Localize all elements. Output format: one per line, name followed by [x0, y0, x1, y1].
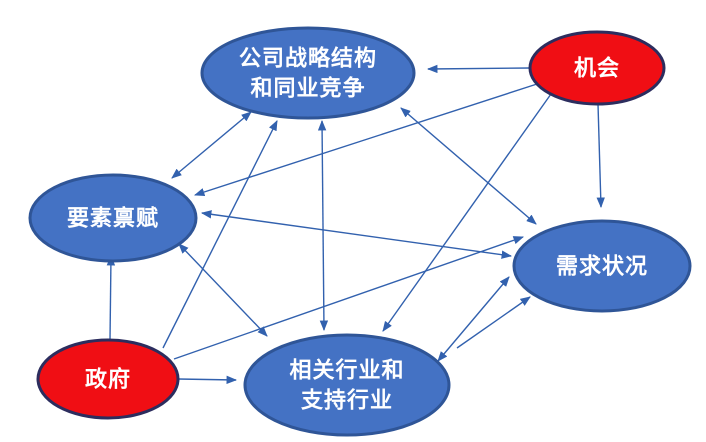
node-chance-ellipse — [528, 30, 666, 106]
node-factors-ellipse — [28, 173, 198, 263]
node-chance-label: 机会 — [574, 56, 620, 81]
arrow-related-demand — [437, 276, 510, 362]
arrow-related-demand-2 — [456, 296, 531, 349]
arrow-government-demand — [173, 236, 524, 360]
node-factors: 要素禀赋 — [28, 173, 198, 263]
arrow-government-strategy — [162, 120, 278, 349]
arrow-strategy-related — [317, 119, 329, 332]
node-government-label: 政府 — [85, 367, 131, 392]
node-government-ellipse — [36, 338, 180, 420]
node-factors-label: 要素禀赋 — [67, 206, 159, 231]
node-government-label-line: 政府 — [85, 367, 131, 392]
node-strategy-label-line: 公司战略结构 — [239, 46, 377, 71]
arrow-government-factors — [106, 254, 116, 341]
arrow-factors-demand — [200, 210, 513, 259]
arrow-chance-related — [382, 93, 552, 332]
node-strategy-label: 公司战略结构和同业竞争 — [239, 46, 377, 101]
arrow-chance-factors — [194, 83, 538, 197]
node-related: 相关行业和支持行业 — [243, 333, 451, 437]
node-government: 政府 — [36, 338, 180, 420]
node-related-label-line: 支持行业 — [301, 388, 393, 413]
node-related-label-line: 相关行业和 — [289, 358, 404, 383]
arrow-chance-demand — [596, 103, 605, 209]
node-related-ellipse — [243, 333, 451, 437]
node-chance: 机会 — [528, 30, 666, 106]
node-demand-label: 需求状况 — [556, 254, 648, 279]
node-chance-label-line: 机会 — [574, 56, 620, 81]
arrow-government-related — [177, 375, 238, 385]
arrow-strategy-demand — [400, 107, 537, 225]
node-strategy-label-line: 和同业竞争 — [250, 76, 365, 101]
node-demand-label-line: 需求状况 — [556, 254, 648, 279]
node-strategy-ellipse — [200, 26, 416, 120]
node-strategy: 公司战略结构和同业竞争 — [200, 26, 416, 120]
node-related-label: 相关行业和支持行业 — [289, 358, 404, 413]
arrow-chance-strategy — [426, 64, 531, 74]
node-factors-label-line: 要素禀赋 — [67, 206, 159, 231]
node-demand: 需求状况 — [512, 219, 692, 313]
arrow-factors-related — [178, 243, 268, 337]
arrow-strategy-factors — [171, 111, 252, 179]
node-demand-ellipse — [512, 219, 692, 313]
